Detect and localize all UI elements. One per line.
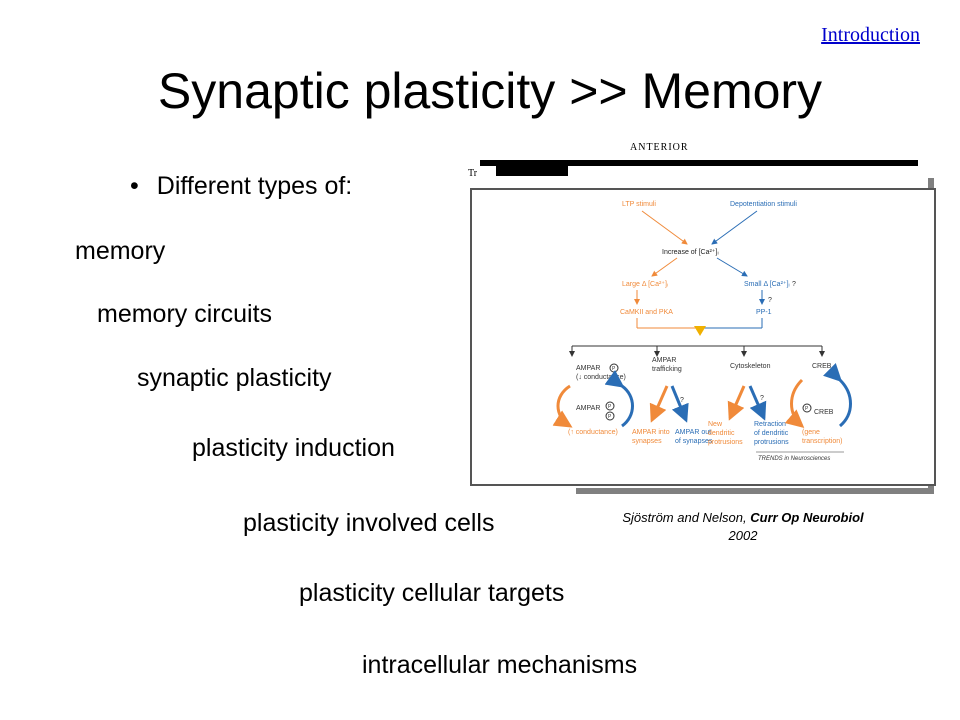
gene-1: (gene <box>802 429 820 436</box>
svg-text:P: P <box>608 414 612 420</box>
phospho-icon-3 <box>605 411 615 421</box>
introduction-link[interactable]: Introduction <box>821 24 920 46</box>
ampar-into-1: AMPAR into <box>632 429 670 436</box>
new-1: New <box>708 421 723 428</box>
list-item-plasticity-involved-cells: plasticity involved cells <box>243 509 495 537</box>
list-item-intracellular-mechanisms: intracellular mechanisms <box>362 651 638 679</box>
ampar-into-2: synapses <box>632 438 662 445</box>
depotentiation-label: Depotentiation stimuli <box>730 201 797 208</box>
arrow-ltp <box>641 210 688 245</box>
list-item-plasticity-induction: plasticity induction <box>192 434 395 462</box>
arrow-depot <box>711 210 758 245</box>
cycle-arrow-blue-2 <box>823 363 852 428</box>
svg-text:?: ? <box>680 397 684 404</box>
signaling-figure: ANTERIOR Tr LTP stimuli Depotentiation s… <box>462 140 942 500</box>
small-ca-label: Small Δ [Ca²⁺]ᵢ <box>744 281 790 288</box>
caption-authors: Sjöström and Nelson, <box>622 510 747 525</box>
pathway-diagram: LTP stimuli Depotentiation stimuli Incre… <box>552 201 852 462</box>
ampar-traff-1: AMPAR <box>652 357 676 364</box>
phospho-icon-4 <box>802 403 812 413</box>
cyto-label: Cytoskeleton <box>730 363 771 370</box>
large-ca-label: Large Δ [Ca²⁺]ᵢ <box>622 281 668 288</box>
new-2: dendritic <box>708 430 735 437</box>
creb-label: CREB <box>812 363 832 370</box>
ampar-low-label: AMPAR <box>576 405 600 412</box>
ampar-cond-sub: (↓ conductance) <box>576 374 626 381</box>
retr-2: of dendritic <box>754 430 789 437</box>
arrow-large <box>651 257 678 277</box>
list-item-memory: memory <box>75 237 166 265</box>
cycle-arrow-orange-2 <box>784 378 805 428</box>
ltp-stimuli-label: LTP stimuli <box>622 201 656 208</box>
slide-title: Synaptic plasticity >> Memory <box>157 63 823 119</box>
question-mark-2: ? <box>768 297 772 304</box>
pathway-diagram-frame: LTP stimuli Depotentiation stimuli Incre… <box>470 188 936 486</box>
arrow-retract <box>748 385 767 421</box>
cycle-arrow-orange-1 <box>552 384 573 428</box>
figure-left-label: Tr <box>468 168 478 179</box>
pp1-label: PP-1 <box>756 309 772 316</box>
svg-text:?: ? <box>760 395 764 402</box>
question-mark-1: ? <box>792 281 796 288</box>
figure-top-bar <box>480 160 918 166</box>
ampar-traff-2: trafficking <box>652 366 682 373</box>
svg-text:P: P <box>612 366 616 372</box>
figure-source-label: TRENDS in Neurosciences <box>758 456 830 462</box>
list-item-memory-circuits: memory circuits <box>97 300 273 328</box>
bullet-point: • Different types of: <box>130 172 352 201</box>
retr-3: protrusions <box>754 439 789 446</box>
ampar-cond-label: AMPAR <box>576 365 600 372</box>
creb-p-label: CREB <box>814 409 834 416</box>
merge-arrowhead <box>694 326 706 336</box>
phospho-icon-2 <box>605 401 615 411</box>
ampar-out-2: of synapses <box>675 438 713 445</box>
arrow-out <box>670 385 689 423</box>
list-item-synaptic-plasticity: synaptic plasticity <box>137 364 332 392</box>
increase-ca-label: Increase of [Ca²⁺]ᵢ <box>662 249 719 256</box>
ampar-out-1: AMPAR out <box>675 429 711 436</box>
figure-header-label: ANTERIOR <box>630 142 689 153</box>
gene-2: transcription) <box>802 438 842 445</box>
arrow-into <box>649 385 669 423</box>
caption-journal: Curr Op Neurobiol <box>750 510 864 525</box>
bullet-text: Different types of: <box>156 172 353 200</box>
ampar-low-sub: (↑ conductance) <box>568 429 618 436</box>
svg-text:P: P <box>608 404 612 410</box>
figure-shadow-bottom <box>576 488 934 494</box>
camkii-label: CaMKII and PKA <box>620 309 673 316</box>
arrow-small <box>716 257 748 277</box>
bullet-symbol: • <box>130 172 139 200</box>
svg-text:P: P <box>805 406 809 412</box>
figure-dark-strip <box>496 166 568 176</box>
cycle-arrow-blue-1 <box>604 369 634 428</box>
list-item-plasticity-cellular-targets: plasticity cellular targets <box>299 579 565 607</box>
new-3: protrusions <box>708 439 743 446</box>
retr-1: Retraction <box>754 421 786 428</box>
figure-caption: Sjöström and Nelson, Curr Op Neurobiol 2… <box>608 509 878 545</box>
caption-year: 2002 <box>728 528 758 543</box>
arrow-new <box>727 385 746 421</box>
